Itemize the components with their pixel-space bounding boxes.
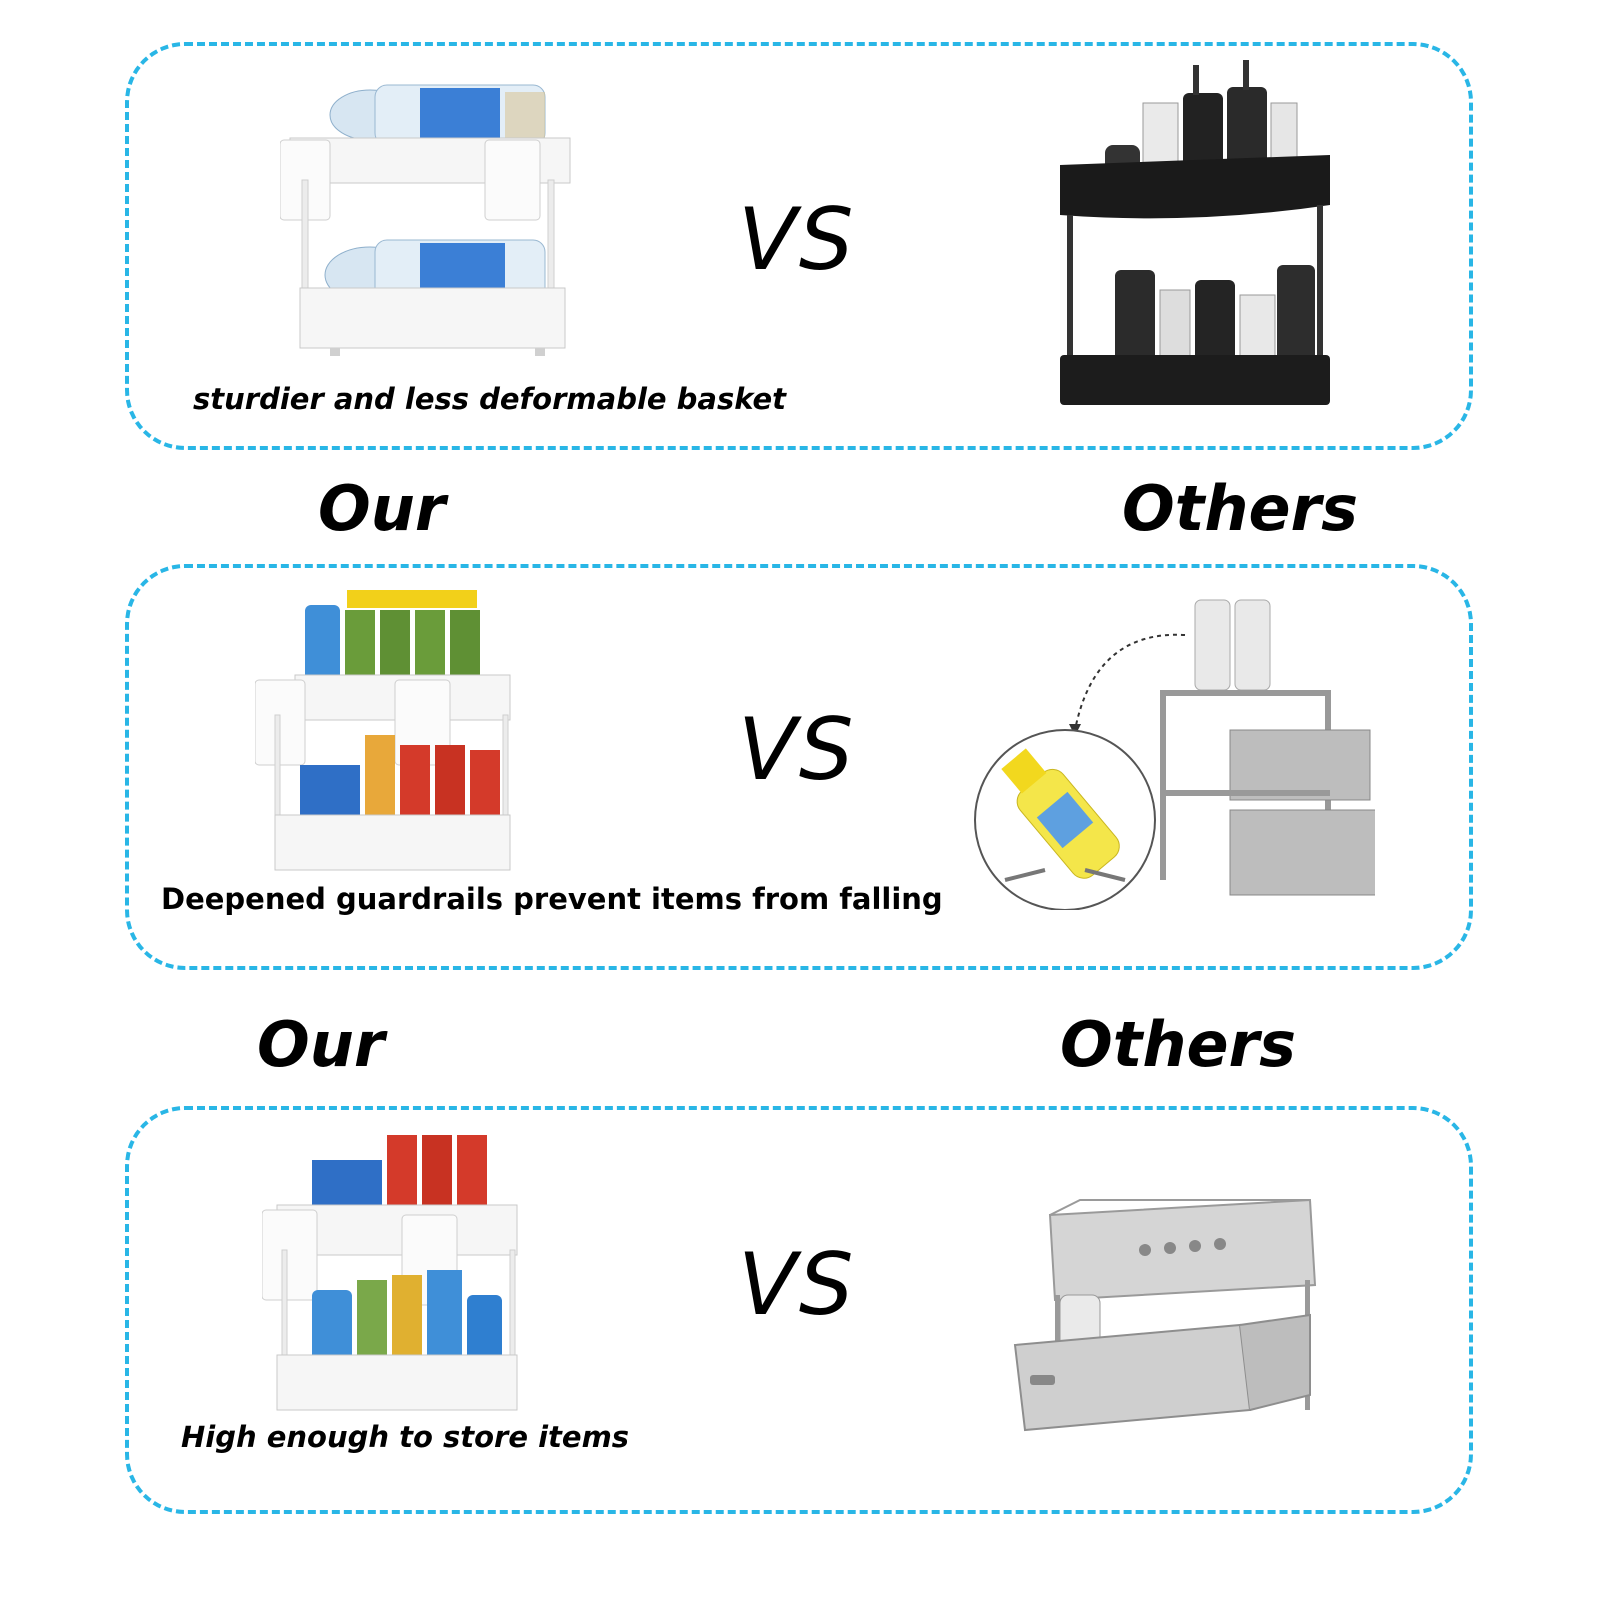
ours-product-image-2 bbox=[255, 590, 511, 871]
vs-label-2: VS bbox=[738, 700, 856, 800]
ours-product-image-3 bbox=[262, 1135, 518, 1411]
vs-label-3: VS bbox=[738, 1235, 856, 1335]
comparison-panel-1 bbox=[125, 42, 1473, 450]
comparison-panel-2 bbox=[125, 564, 1473, 970]
others-label-2: Others bbox=[1060, 1008, 1297, 1081]
ours-product-image-1 bbox=[280, 84, 571, 356]
vs-label-1: VS bbox=[738, 190, 856, 290]
our-label-1: Our bbox=[318, 472, 446, 545]
our-label-2: Our bbox=[257, 1008, 385, 1081]
caption-1: sturdier and less deformable basket bbox=[193, 382, 787, 416]
others-product-image-1 bbox=[1060, 60, 1330, 405]
caption-2: Deepened guardrails prevent items from f… bbox=[161, 882, 943, 916]
caption-3: High enough to store items bbox=[181, 1420, 630, 1454]
others-label-1: Others bbox=[1122, 472, 1359, 545]
others-product-image-3 bbox=[1013, 1198, 1317, 1432]
comparison-panel-3 bbox=[125, 1106, 1473, 1514]
others-product-image-2 bbox=[974, 599, 1375, 910]
